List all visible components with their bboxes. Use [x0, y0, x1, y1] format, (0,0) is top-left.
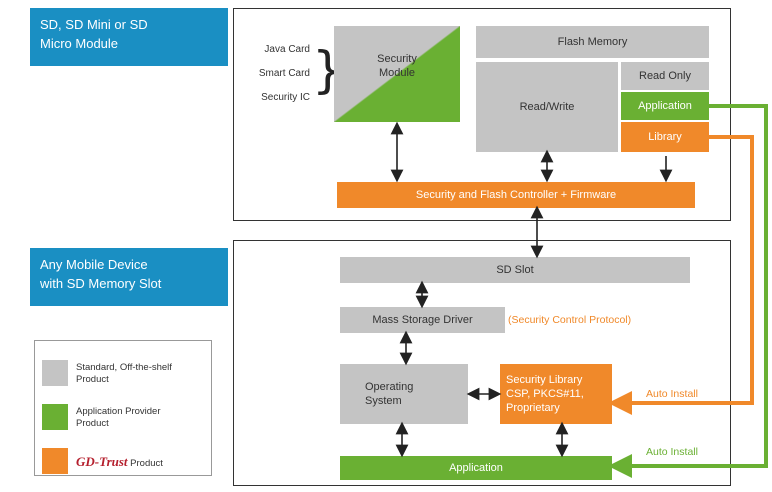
read-only-area: Read Only: [621, 62, 709, 90]
legend: [34, 340, 212, 476]
auto-install-label-1: Auto Install: [646, 388, 698, 400]
gd-trust-logo: GD-Trust: [76, 454, 128, 469]
controller: Security and Flash Controller + Firmware: [337, 182, 695, 208]
legend-standard-swatch: [42, 360, 68, 386]
sd-slot: SD Slot: [340, 257, 690, 283]
legend-provider-line1: Application Provider: [76, 406, 161, 417]
os-line1: Operating: [365, 381, 414, 393]
security-library: Security Library CSP, PKCS#11, Proprieta…: [500, 364, 612, 424]
module-header: SD, SD Mini or SD Micro Module: [30, 8, 228, 66]
flash-memory: Flash Memory: [476, 26, 709, 58]
read-write-area: Read/Write: [476, 62, 618, 152]
operating-system: Operating System: [340, 364, 468, 424]
security-module-line1: Security: [377, 53, 417, 65]
legend-provider-swatch: [42, 404, 68, 430]
security-control-protocol: (Security Control Protocol): [508, 314, 632, 326]
auto-install-library-path: [608, 135, 754, 415]
module-application: Application: [621, 92, 709, 120]
device-title-line1: Any Mobile Device: [40, 257, 148, 272]
auto-install-application-path: [608, 104, 768, 478]
module-title-line1: SD, SD Mini or SD: [40, 17, 148, 32]
legend-provider-text: Application Provider Product: [76, 406, 161, 430]
device-header: Any Mobile Device with SD Memory Slot: [30, 248, 228, 306]
seclib-line1: Security Library: [506, 374, 583, 386]
os-line2: System: [365, 395, 402, 407]
card-type-java: Java Card: [264, 44, 310, 55]
legend-standard-line1: Standard, Off-the-shelf: [76, 362, 172, 373]
seclib-line2: CSP, PKCS#11,: [506, 388, 584, 400]
device-title-line2: with SD Memory Slot: [40, 276, 162, 291]
legend-standard-text: Standard, Off-the-shelf Product: [76, 362, 172, 386]
card-type-security-ic: Security IC: [261, 92, 310, 103]
module-title-line2: Micro Module: [40, 36, 119, 51]
device-application: Application: [340, 456, 612, 480]
legend-gd-text: GD-Trust Product: [76, 454, 163, 470]
legend-gd-swatch: [42, 448, 68, 474]
module-library: Library: [621, 122, 709, 152]
legend-standard-line2: Product: [76, 374, 109, 385]
legend-gd-suffix: Product: [130, 458, 163, 469]
card-type-smart: Smart Card: [258, 68, 310, 79]
security-module-line2: Module: [378, 67, 416, 79]
security-module: Security Module: [334, 26, 460, 122]
card-types: Java Card Smart Card Security IC: [240, 38, 310, 110]
seclib-line3: Proprietary: [506, 402, 560, 414]
mass-storage-driver: Mass Storage Driver: [340, 307, 505, 333]
legend-provider-line2: Product: [76, 418, 109, 429]
auto-install-label-2: Auto Install: [646, 446, 698, 458]
